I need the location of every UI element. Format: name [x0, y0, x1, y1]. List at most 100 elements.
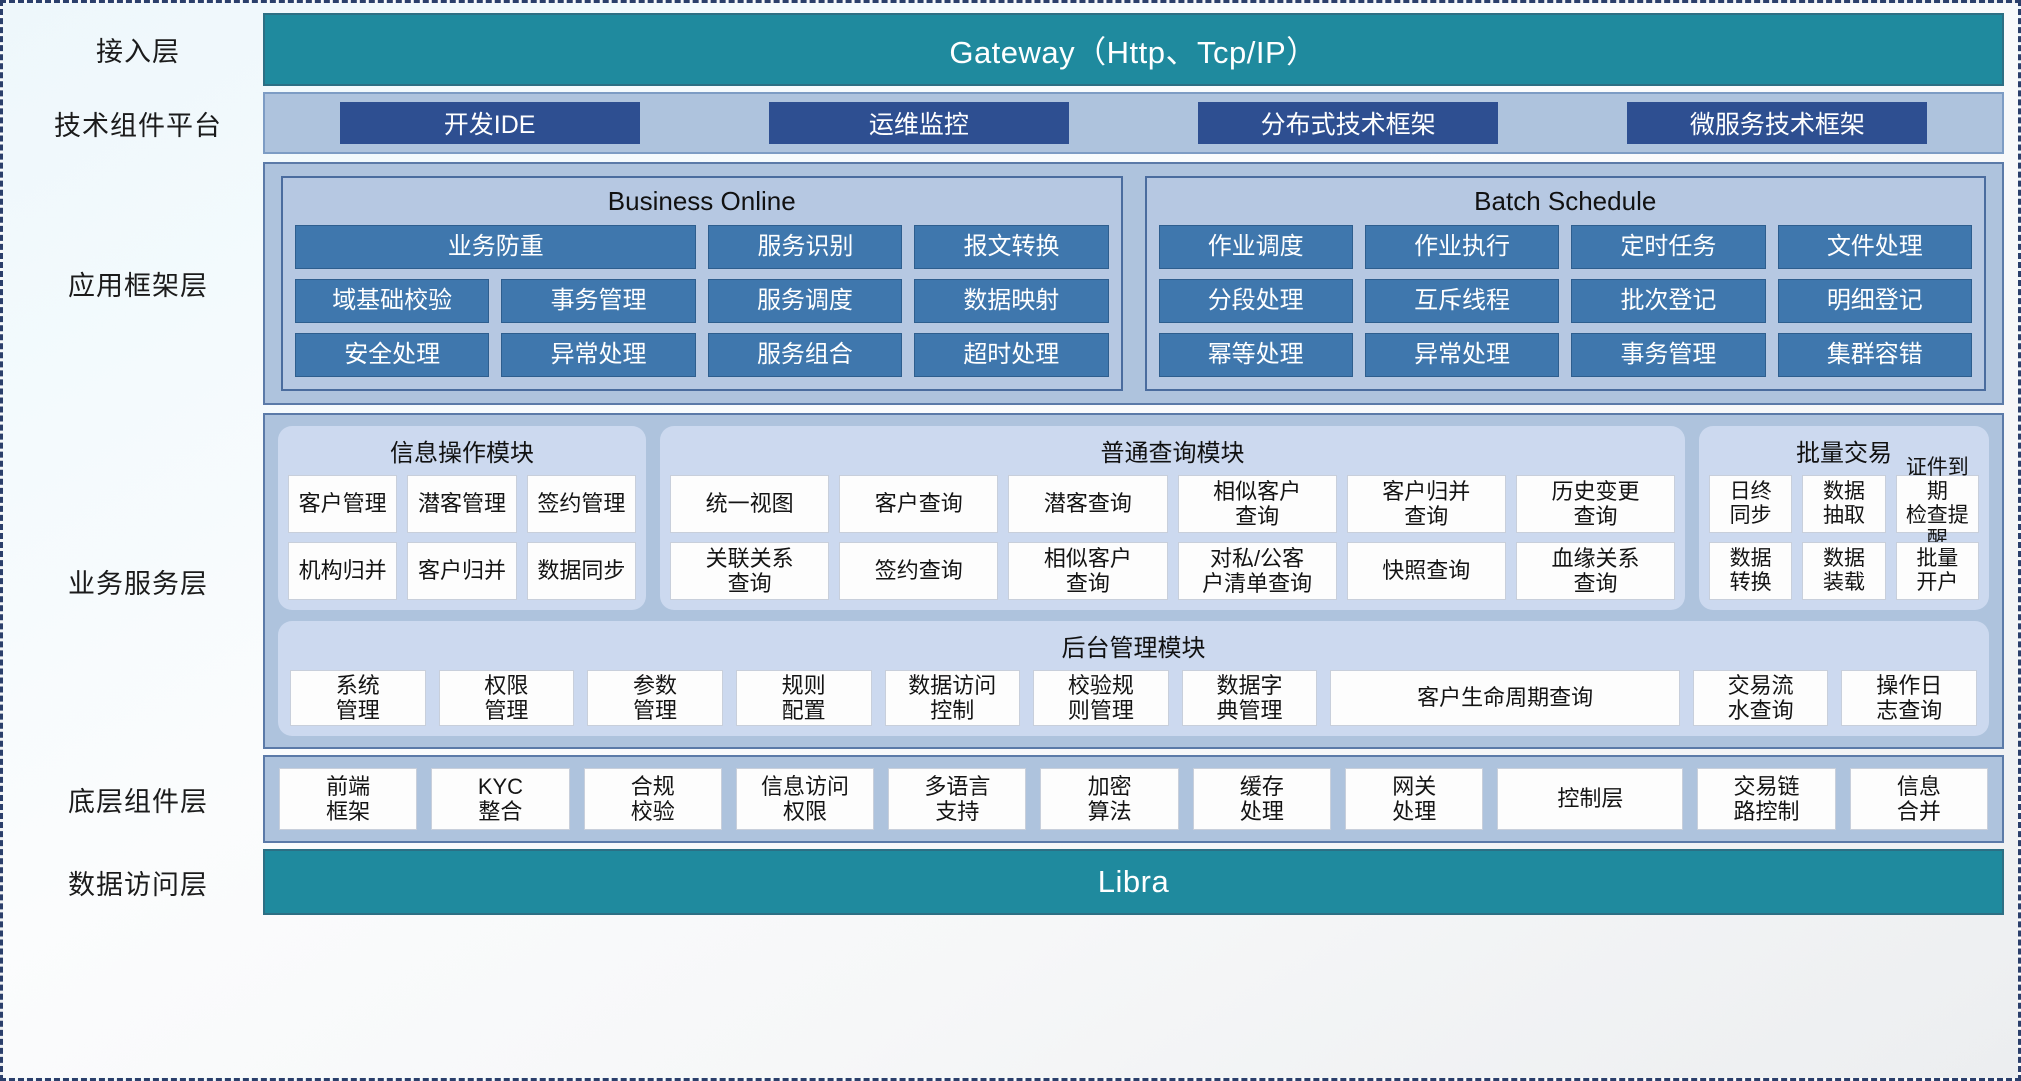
cell-zjdqjc[interactable]: 证件到期 检查提醒: [1895, 456, 1979, 551]
cell-bwzh[interactable]: 报文转换: [914, 225, 1109, 269]
cell-khgbcx[interactable]: 客户归并 查询: [1346, 475, 1506, 533]
cell-xskhcx2[interactable]: 相似客户 查询: [1008, 542, 1168, 600]
info-row-2: 机构归并 客户归并 数据同步: [288, 542, 636, 600]
cell-cscl[interactable]: 超时处理: [914, 333, 1109, 377]
group-admin-module: 后台管理模块 系统 管理 权限 管理 参数 管理 规则 配置 数据访问 控制 校…: [278, 621, 1989, 736]
group-batch-transaction: 批量交易 日终 同步 数据 抽取 证件到期 检查提醒 数据 转换 数据 装载 批…: [1699, 426, 1989, 610]
cell-fwzh[interactable]: 服务组合: [707, 333, 903, 377]
cell-xxhb[interactable]: 信息 合并: [1849, 768, 1988, 830]
cell-wgcl[interactable]: 网关 处理: [1345, 768, 1484, 830]
query-row-2: 关联关系 查询 签约查询 相似客户 查询 对私/公客 户清单查询 快照查询 血缘…: [670, 542, 1676, 600]
layer-label-base-component: 底层组件层: [68, 786, 208, 817]
batchtx-row-2: 数据 转换 数据 装载 批量 开户: [1709, 542, 1979, 600]
cell-plkh[interactable]: 批量 开户: [1895, 542, 1979, 600]
cell-xtgl[interactable]: 系统 管理: [290, 670, 426, 726]
cell-csgl[interactable]: 参数 管理: [587, 670, 723, 726]
cell-kzc[interactable]: 控制层: [1497, 768, 1684, 830]
cell-dyyzc[interactable]: 多语言 支持: [888, 768, 1027, 830]
group-title-batch-transaction: 批量交易: [1796, 440, 1892, 467]
cell-sjzh[interactable]: 数据 转换: [1709, 542, 1793, 600]
cell-sjcq[interactable]: 数据 抽取: [1802, 475, 1886, 533]
cell-gzpz[interactable]: 规则 配置: [735, 670, 872, 726]
cell-qkcx[interactable]: 潜客查询: [1008, 475, 1168, 533]
cell-xskhcx[interactable]: 相似客户 查询: [1177, 475, 1337, 533]
cell-dsgkhqd[interactable]: 对私/公客 户清单查询: [1177, 542, 1337, 600]
libra-bar: Libra: [263, 849, 2004, 915]
bs-row-2: 分段处理 互斥线程 批次登记 明细登记: [1158, 279, 1972, 323]
cell-hgjy[interactable]: 合规 校验: [583, 768, 722, 830]
group-info-module: 信息操作模块 客户管理 潜客管理 签约管理 机构归并 客户归并 数据同步: [278, 426, 646, 610]
cell-xxfwqx[interactable]: 信息访问 权限: [735, 768, 875, 830]
cell-khcx[interactable]: 客户查询: [839, 475, 999, 533]
cell-jmsf[interactable]: 加密 算法: [1040, 768, 1179, 830]
layer-row-business-service: 业务服务层 信息操作模块 客户管理 潜客管理 签约管理 机构归并: [13, 413, 2004, 749]
tech-button-microservice[interactable]: 微服务技术框架: [1627, 102, 1928, 144]
cell-sjys[interactable]: 数据映射: [914, 279, 1109, 323]
cell-yccl[interactable]: 异常处理: [501, 333, 696, 377]
group-business-online: Business Online 业务防重 服务识别 报文转换 域基础校验 事务管…: [281, 176, 1123, 391]
cell-sjzz[interactable]: 数据 装载: [1802, 542, 1886, 600]
cell-yccl2[interactable]: 异常处理: [1364, 333, 1560, 377]
cell-khgl[interactable]: 客户管理: [288, 475, 398, 533]
cell-wjcl[interactable]: 文件处理: [1777, 225, 1972, 269]
cell-glgxcx[interactable]: 关联关系 查询: [670, 542, 830, 600]
cell-kyc[interactable]: KYC 整合: [431, 768, 570, 830]
cell-fdcl[interactable]: 分段处理: [1158, 279, 1353, 323]
cell-kzcx[interactable]: 快照查询: [1346, 542, 1506, 600]
layer-row-app-framework: 应用框架层 Business Online 业务防重 服务识别 报文转换 域基础…: [13, 162, 2004, 405]
cell-yjcjy[interactable]: 域基础校验: [295, 279, 490, 323]
cell-qkgl[interactable]: 潜客管理: [407, 475, 517, 533]
cell-qxgl[interactable]: 权限 管理: [438, 670, 575, 726]
cell-czrzcx[interactable]: 操作日 志查询: [1841, 670, 1978, 726]
group-query-module: 普通查询模块 统一视图 客户查询 潜客查询 相似客户 查询 客户归并 查询 历史…: [660, 426, 1685, 610]
layer-row-data-access: 数据访问层 Libra: [13, 849, 2004, 915]
business-service-band: 信息操作模块 客户管理 潜客管理 签约管理 机构归并 客户归并 数据同步: [263, 413, 2004, 749]
cell-tysh[interactable]: 统一视图: [670, 475, 830, 533]
cell-zyzx[interactable]: 作业执行: [1364, 225, 1560, 269]
cell-mdcl[interactable]: 幂等处理: [1158, 333, 1353, 377]
cell-dsrw[interactable]: 定时任务: [1571, 225, 1766, 269]
layer-label-app-framework: 应用框架层: [68, 271, 208, 301]
cell-swgl2[interactable]: 事务管理: [1571, 333, 1766, 377]
cell-lsbgcx[interactable]: 历史变更 查询: [1515, 475, 1676, 533]
tech-button-distributed[interactable]: 分布式技术框架: [1198, 102, 1499, 144]
cell-pcdj[interactable]: 批次登记: [1571, 279, 1766, 323]
layer-row-access: 接入层 Gateway（Http、Tcp/IP）: [13, 13, 2004, 86]
layer-label-business-service: 业务服务层: [68, 568, 208, 599]
bs-row-3: 幂等处理 异常处理 事务管理 集群容错: [1158, 333, 1972, 377]
cell-hcxc[interactable]: 互斥线程: [1364, 279, 1560, 323]
cell-jygzgl[interactable]: 校验规 则管理: [1033, 670, 1169, 726]
info-row-1: 客户管理 潜客管理 签约管理: [288, 475, 636, 533]
cell-jylkz[interactable]: 交易链 路控制: [1697, 768, 1836, 830]
base-component-band: 前端 框架 KYC 整合 合规 校验 信息访问 权限 多语言 支持 加密 算法 …: [263, 755, 2004, 843]
query-row-1: 统一视图 客户查询 潜客查询 相似客户 查询 客户归并 查询 历史变更 查询: [670, 475, 1676, 533]
bo-row-2: 域基础校验 事务管理 服务调度 数据映射: [295, 279, 1109, 323]
cell-sjtb[interactable]: 数据同步: [526, 542, 636, 600]
cell-mxdj[interactable]: 明细登记: [1777, 279, 1972, 323]
cell-khgb[interactable]: 客户归并: [407, 542, 517, 600]
cell-sjfwkz[interactable]: 数据访问 控制: [884, 670, 1021, 726]
layer-label-tech-platform: 技术组件平台: [54, 110, 222, 141]
cell-hccl[interactable]: 缓存 处理: [1192, 768, 1332, 830]
cell-rztb[interactable]: 日终 同步: [1709, 475, 1793, 533]
cell-swgl[interactable]: 事务管理: [501, 279, 696, 323]
cell-aqcl[interactable]: 安全处理: [295, 333, 490, 377]
cell-jqrc[interactable]: 集群容错: [1777, 333, 1972, 377]
cell-fwdd[interactable]: 服务调度: [707, 279, 903, 323]
cell-ywfz[interactable]: 业务防重: [295, 225, 697, 269]
cell-xygxcx[interactable]: 血缘关系 查询: [1515, 542, 1676, 600]
cell-fwsb[interactable]: 服务识别: [708, 225, 903, 269]
layer-row-base-component: 底层组件层 前端 框架 KYC 整合 合规 校验 信息访问 权限 多语言 支持 …: [13, 755, 2004, 843]
cell-qycx[interactable]: 签约查询: [839, 542, 999, 600]
cell-khsmzqcx[interactable]: 客户生命周期查询: [1330, 670, 1680, 726]
layer-label-access: 接入层: [96, 37, 180, 67]
cell-sjzdgl[interactable]: 数据字 典管理: [1181, 670, 1318, 726]
cell-qygl[interactable]: 签约管理: [526, 475, 636, 533]
cell-jggb[interactable]: 机构归并: [288, 542, 398, 600]
cell-qdkj[interactable]: 前端 框架: [279, 768, 418, 830]
admin-row: 系统 管理 权限 管理 参数 管理 规则 配置 数据访问 控制 校验规 则管理 …: [290, 670, 1978, 726]
tech-button-ops-monitor[interactable]: 运维监控: [768, 102, 1069, 144]
cell-jylscx[interactable]: 交易流 水查询: [1692, 670, 1829, 726]
tech-button-ide[interactable]: 开发IDE: [339, 102, 640, 144]
cell-zydd[interactable]: 作业调度: [1158, 225, 1353, 269]
